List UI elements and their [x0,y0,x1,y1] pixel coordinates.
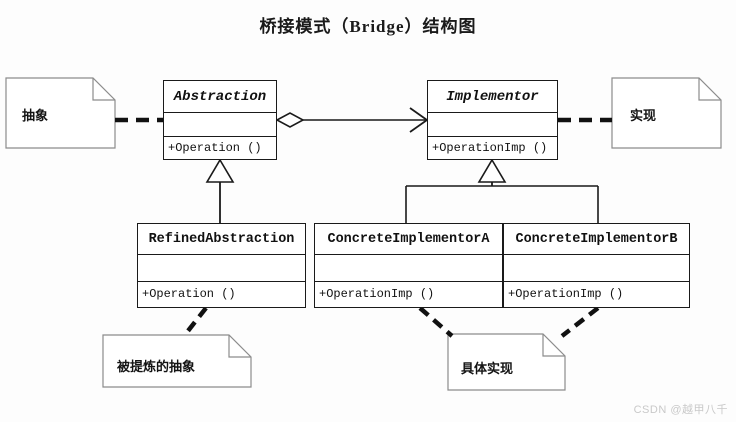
class-operations-concrete-implementor-b: +OperationImp () [508,287,624,301]
class-attributes-refined-abstraction [138,255,305,282]
class-name-implementor: Implementor [428,81,557,113]
note-refined-abstract-shape [102,334,252,388]
aggregation-relation [275,107,429,133]
note-label-implement: 实现 [630,108,657,123]
page-title: 桥接模式（Bridge）结构图 [259,17,477,36]
note-concrete-implement-shape [447,333,566,391]
note-label-concrete-implement: 具体实现 [461,361,514,376]
note-anchor-refined-abstract [182,306,208,338]
note-anchor-concrete-b [560,306,600,338]
note-anchor-concrete-a [418,306,454,338]
class-box-concrete-implementor-a[interactable]: ConcreteImplementorA +OperationImp () [314,223,503,308]
generalization-concrete-implementors [405,158,599,223]
class-name-abstraction: Abstraction [164,81,276,113]
class-box-abstraction[interactable]: Abstraction +Operation () [163,80,277,160]
class-attributes-concrete-implementor-a [315,255,502,282]
class-name-concrete-implementor-a: ConcreteImplementorA [315,224,502,255]
watermark: CSDN @越甲八千 [633,404,728,416]
class-box-concrete-implementor-b[interactable]: ConcreteImplementorB +OperationImp () [503,223,690,308]
class-operations-abstraction: +Operation () [168,141,262,155]
note-implement-shape [611,77,722,149]
class-box-refined-abstraction[interactable]: RefinedAbstraction +Operation () [137,223,306,308]
class-name-refined-abstraction: RefinedAbstraction [138,224,305,255]
note-abstract-shape [5,77,116,149]
note-label-abstract: 抽象 [22,108,49,123]
class-attributes-abstraction [164,113,276,137]
class-operations-refined-abstraction: +Operation () [142,287,236,301]
class-operations-implementor: +OperationImp () [432,141,548,155]
class-operations-concrete-implementor-a: +OperationImp () [319,287,435,301]
class-attributes-concrete-implementor-b [504,255,689,282]
class-name-concrete-implementor-b: ConcreteImplementorB [504,224,689,255]
class-box-implementor[interactable]: Implementor +OperationImp () [427,80,558,160]
note-label-refined-abstract: 被提炼的抽象 [117,359,196,374]
class-attributes-implementor [428,113,557,137]
generalization-refined-abstraction [205,158,235,223]
